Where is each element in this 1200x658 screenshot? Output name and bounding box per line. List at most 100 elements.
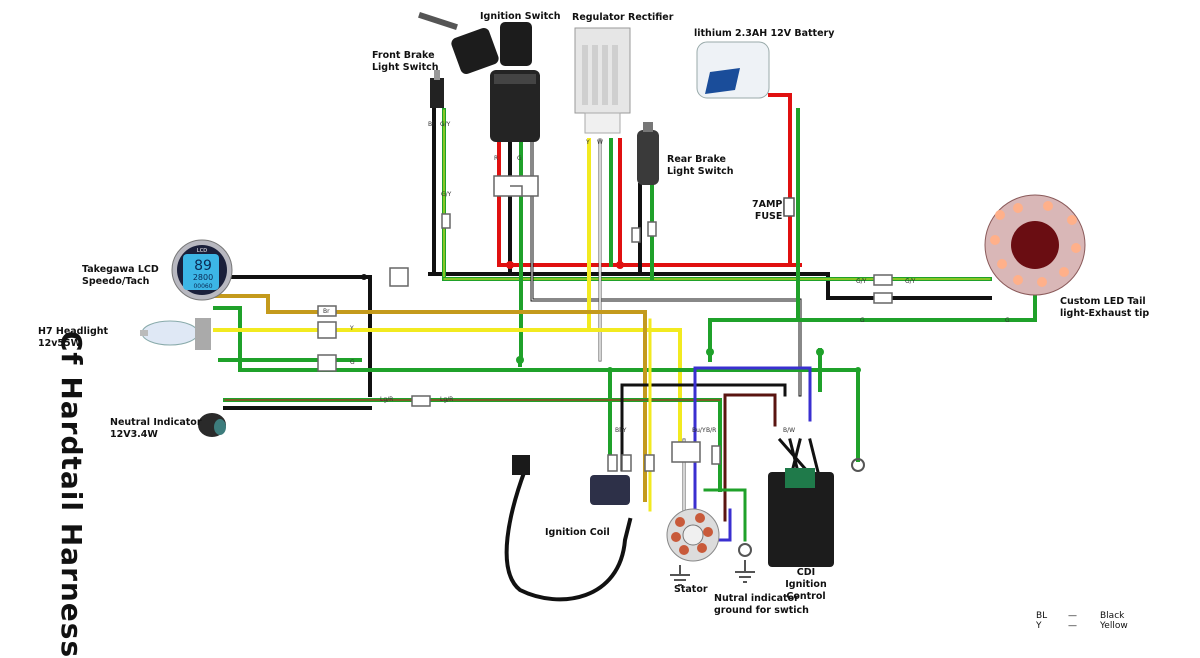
rear-brake-switch-label: Rear Brake Light Switch bbox=[667, 154, 734, 178]
svg-text:G: G bbox=[860, 317, 865, 324]
headlight-label-line1: H7 Headlight bbox=[38, 326, 109, 337]
svg-text:G/Y: G/Y bbox=[905, 278, 916, 285]
wire-color-legend: BL — Black Y — Yellow bbox=[1036, 611, 1128, 631]
wires bbox=[213, 93, 1037, 602]
front-brake-switch-label: Front Brake Light Switch bbox=[372, 50, 439, 74]
fuse-label: 7AMP FUSE bbox=[752, 199, 782, 223]
svg-text:B/W: B/W bbox=[783, 427, 795, 434]
connectors bbox=[317, 175, 893, 472]
neutral-ground-label-line1: Nutral indicator bbox=[714, 593, 799, 604]
speedo-body bbox=[171, 239, 233, 301]
svg-text:Y: Y bbox=[349, 325, 354, 332]
fuse-label-line2: FUSE bbox=[754, 211, 783, 222]
legend-color: Yellow bbox=[1100, 621, 1128, 631]
legend-code: BL bbox=[1036, 611, 1048, 621]
ignition-switch-label: Ignition Switch bbox=[480, 11, 561, 22]
svg-text:G/Y: G/Y bbox=[441, 191, 452, 198]
svg-text:G: G bbox=[1005, 317, 1010, 324]
speedo-label: Takegawa LCD Speedo/Tach bbox=[82, 264, 159, 288]
legend-dash: — bbox=[1068, 611, 1077, 621]
wire-code-tags: Bl G/Y G/Y R G Y W Br Y G Lg/R Lg/R G/Y … bbox=[323, 121, 1010, 434]
speedo-odo: 00060 bbox=[193, 283, 212, 290]
front-brake-switch-label-line2: Light Switch bbox=[372, 62, 439, 73]
legend-dash: — bbox=[1068, 621, 1077, 631]
battery-body bbox=[696, 41, 770, 99]
svg-text:B/R: B/R bbox=[706, 427, 716, 434]
svg-text:G/Y: G/Y bbox=[440, 121, 451, 128]
svg-text:G: G bbox=[517, 155, 522, 162]
ignition-switch-body bbox=[490, 70, 540, 142]
speedo-brand: LCD bbox=[197, 248, 207, 254]
speedo-label-line1: Takegawa LCD bbox=[82, 264, 159, 275]
svg-text:Y: Y bbox=[585, 139, 590, 146]
diagram-title: Cf Hardtail Harness bbox=[55, 330, 89, 658]
wiring-diagram: LCD 89 2800 00060 bbox=[140, 11, 1086, 602]
neutral-indicator-label-line2: 12V3.4W bbox=[110, 429, 158, 440]
wire-blue-stator bbox=[693, 366, 812, 422]
stator-body bbox=[666, 508, 720, 562]
svg-text:R: R bbox=[494, 155, 498, 162]
svg-text:W: W bbox=[597, 139, 603, 146]
wire-bw-ignsw bbox=[530, 138, 802, 397]
fuse-label-line1: 7AMP bbox=[752, 199, 783, 210]
svg-text:Br: Br bbox=[323, 308, 330, 315]
neutral-ground-label-line2: ground for swtich bbox=[714, 605, 809, 616]
taillight-label-line2: light-Exhaust tip bbox=[1060, 308, 1150, 319]
svg-text:G: G bbox=[350, 359, 355, 366]
battery-label: lithium 2.3AH 12V Battery bbox=[694, 28, 835, 39]
rear-brake-switch-body bbox=[637, 122, 659, 185]
ignition-coil-body bbox=[512, 455, 630, 505]
cdi-body bbox=[768, 468, 834, 567]
legend-row: Y — Yellow bbox=[1036, 621, 1128, 631]
junction-dots bbox=[361, 261, 861, 373]
cdi-label-line2: Ignition Control bbox=[785, 579, 827, 602]
wire-brown bbox=[213, 294, 647, 502]
neutral-indicator-label-line1: Neutral Indicator bbox=[110, 417, 202, 428]
cdi-label: CDI Ignition Control bbox=[766, 567, 846, 603]
stator-label: Stator bbox=[674, 584, 708, 595]
svg-text:G/Y: G/Y bbox=[856, 278, 867, 285]
speedo-rpm: 2800 bbox=[193, 273, 213, 282]
svg-text:Lg/R: Lg/R bbox=[380, 396, 393, 403]
taillight-label: Custom LED Tail light-Exhaust tip bbox=[1060, 296, 1149, 320]
ignition-coil-label: Ignition Coil bbox=[545, 527, 610, 538]
taillight-label-line1: Custom LED Tail bbox=[1060, 296, 1146, 307]
legend-code: Y bbox=[1036, 621, 1042, 631]
wire-cdi-cross bbox=[777, 437, 822, 483]
speedo-label-line2: Speedo/Tach bbox=[82, 276, 150, 287]
ignition-key-icon bbox=[418, 11, 532, 75]
svg-text:Bl/Y: Bl/Y bbox=[615, 427, 627, 434]
svg-text:Bu/Y: Bu/Y bbox=[692, 427, 706, 434]
neutral-ground-label: Nutral indicator ground for swtich bbox=[714, 593, 809, 617]
headlight-bulb bbox=[140, 318, 211, 350]
wire-yellow-reg bbox=[587, 138, 682, 442]
wire-ht-lead bbox=[504, 467, 633, 602]
wire-green-bus bbox=[213, 306, 860, 462]
wire-br-stator bbox=[723, 393, 777, 427]
svg-text:Bl: Bl bbox=[428, 121, 434, 128]
svg-text:Lg/R: Lg/R bbox=[440, 396, 453, 403]
legend-color: Black bbox=[1100, 611, 1125, 621]
legend-row: BL — Black bbox=[1036, 611, 1128, 621]
wire-black-bus bbox=[428, 272, 992, 300]
wire-bw-coil bbox=[620, 383, 787, 397]
regulator-rectifier-body bbox=[574, 27, 631, 134]
front-brake-switch-body bbox=[430, 70, 444, 108]
led-taillight-body bbox=[984, 194, 1086, 296]
speedo-speed: 89 bbox=[194, 258, 212, 274]
headlight-label: H7 Headlight 12v55W bbox=[38, 326, 108, 350]
fuse-body bbox=[783, 197, 795, 217]
regulator-rectifier-label: Regulator Rectifier bbox=[572, 12, 674, 23]
wire-green-ground bbox=[708, 288, 1037, 322]
cdi-label-line1: CDI bbox=[796, 567, 816, 578]
rear-brake-switch-label-line2: Light Switch bbox=[667, 166, 734, 177]
headlight-label-line2: 12v55W bbox=[38, 338, 82, 349]
ground-symbols bbox=[670, 458, 865, 586]
rear-brake-switch-label-line1: Rear Brake bbox=[667, 154, 727, 165]
wire-black-main bbox=[213, 275, 372, 397]
neutral-indicator-body bbox=[198, 413, 226, 437]
wire-red-battery bbox=[768, 93, 792, 267]
wire-green-neutral-ground bbox=[703, 488, 747, 542]
neutral-indicator-label: Neutral Indicator 12V3.4W bbox=[110, 417, 202, 441]
front-brake-switch-label-line1: Front Brake bbox=[372, 50, 435, 61]
